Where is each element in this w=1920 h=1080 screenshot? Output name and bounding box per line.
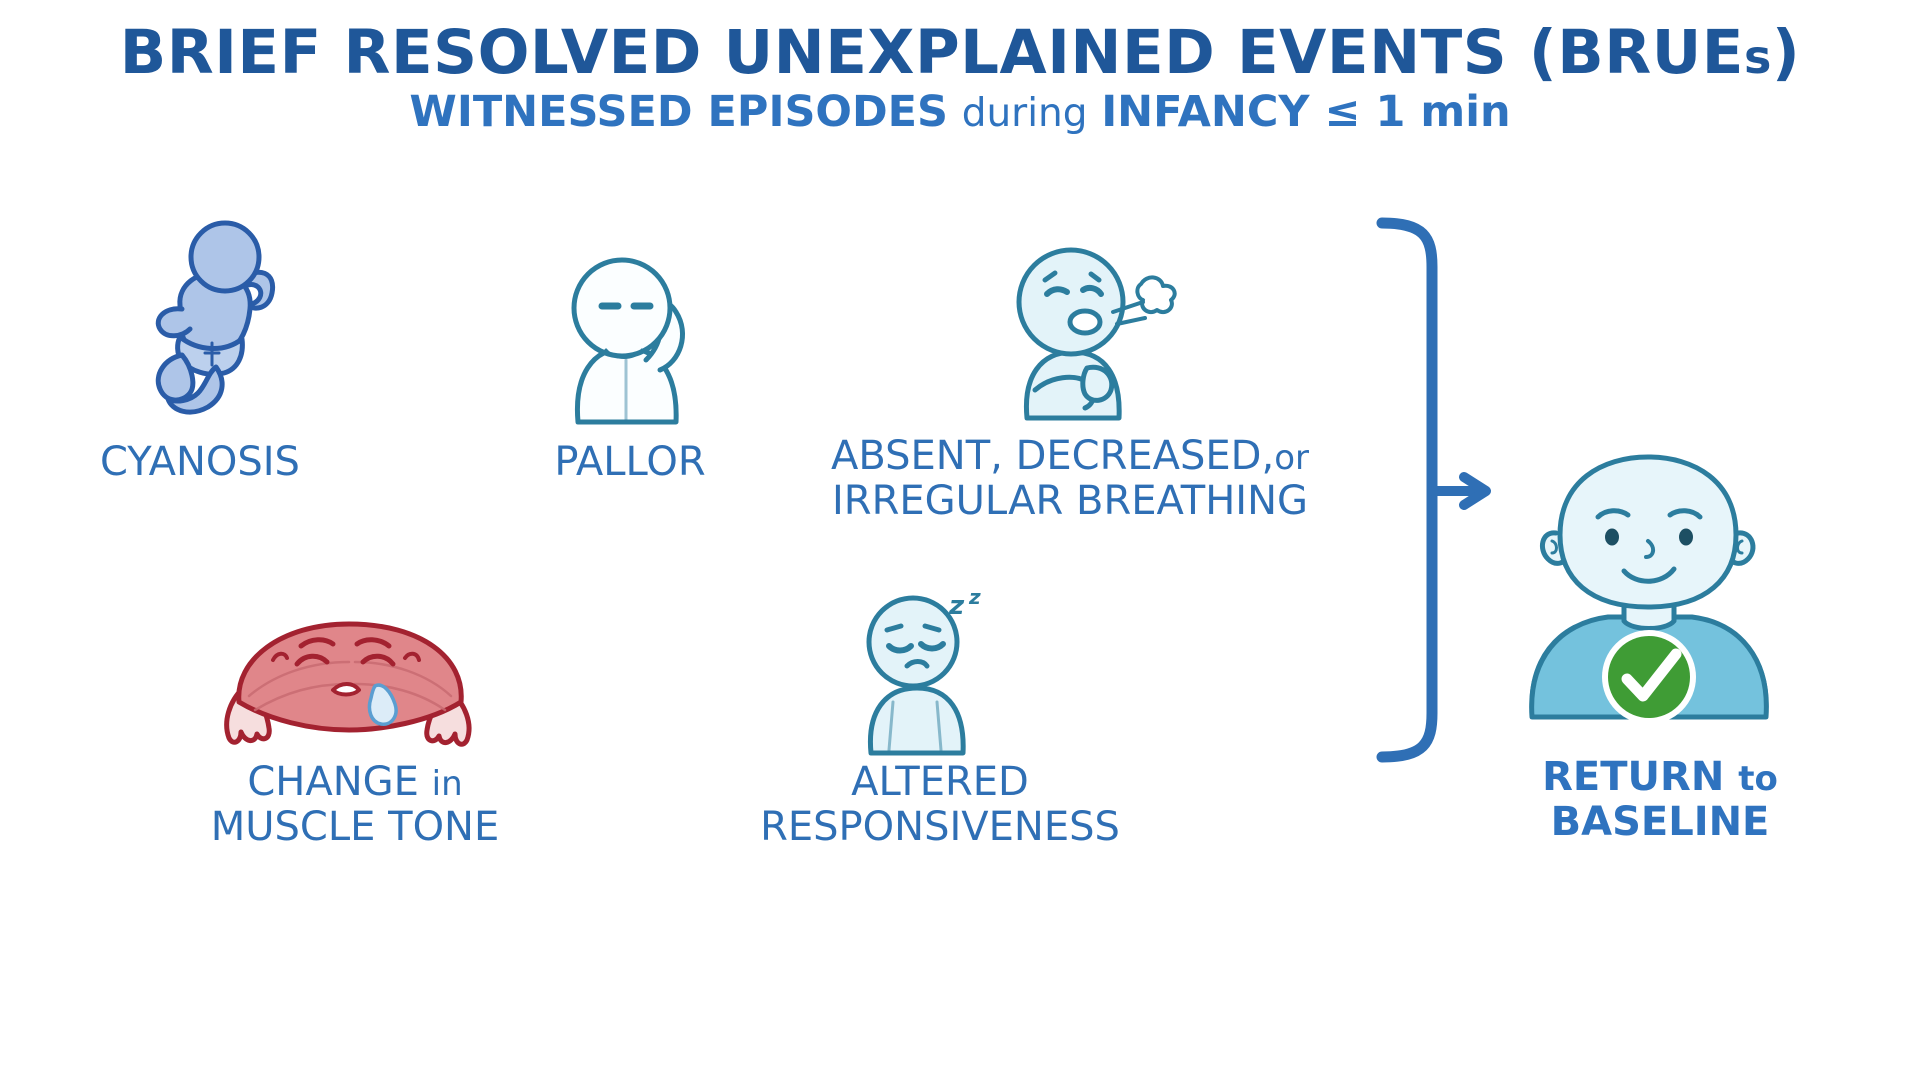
right-brace-icon xyxy=(1370,215,1500,765)
symptom-label-responsiveness: ALTERED RESPONSIVENESS xyxy=(690,759,1190,851)
pale-figure-icon xyxy=(540,250,720,425)
page-title: BRIEF RESOLVED UNEXPLAINED EVENTS (BRUEs… xyxy=(0,21,1920,84)
subtitle-part-b: during xyxy=(961,91,1088,137)
title-plural-s: s xyxy=(1743,30,1772,84)
green-check-icon xyxy=(1602,630,1696,724)
arrow-right-icon xyxy=(1427,472,1491,510)
symptom-label-breathing: ABSENT, DECREASED,or IRREGULAR BREATHING xyxy=(760,433,1380,525)
muscle-label-change: CHANGE xyxy=(247,759,419,805)
sad-muscle-icon xyxy=(215,610,485,750)
irregular-breathing-figure-icon xyxy=(995,240,1205,421)
sleep-z-large: z xyxy=(948,591,965,621)
breathing-label-line2: IRREGULAR BREATHING xyxy=(832,478,1308,525)
subtitle-part-c: INFANCY ≤ 1 min xyxy=(1101,87,1511,138)
title-block: BRIEF RESOLVED UNEXPLAINED EVENTS (BRUEs… xyxy=(0,21,1920,134)
muscle-label-line1: CHANGE in xyxy=(145,759,565,805)
title-close-paren: ) xyxy=(1771,17,1801,88)
symptom-label-pallor: PALLOR xyxy=(554,439,706,485)
outcome-label-to: to xyxy=(1738,759,1778,799)
outcome-label: RETURN to BASELINE xyxy=(1490,755,1830,845)
sleep-z-small: z xyxy=(968,585,981,609)
sleepy-figure-icon: z z xyxy=(845,585,1035,756)
symptom-label-muscle-tone: CHANGE in MUSCLE TONE xyxy=(145,759,565,851)
breathing-label-or: or xyxy=(1274,438,1309,478)
breathing-label-line1-main: ABSENT, DECREASED, xyxy=(831,433,1275,479)
outcome-label-return: RETURN xyxy=(1542,754,1725,800)
title-main-text: BRIEF RESOLVED UNEXPLAINED EVENTS (BRUE xyxy=(119,17,1744,88)
healthy-baby-icon xyxy=(1520,454,1780,724)
muscle-label-line2: MUSCLE TONE xyxy=(210,804,500,851)
responsiveness-label-line1: ALTERED xyxy=(851,759,1029,805)
outcome-label-line1: RETURN to xyxy=(1490,755,1830,800)
cyanotic-infant-icon xyxy=(120,220,310,425)
symptom-label-cyanosis: CYANOSIS xyxy=(100,439,300,485)
page-subtitle: WITNESSED EPISODES during INFANCY ≤ 1 mi… xyxy=(0,91,1920,134)
responsiveness-label-line2: RESPONSIVENESS xyxy=(760,804,1120,851)
outcome-label-line2: BASELINE xyxy=(1550,798,1770,845)
subtitle-part-a: WITNESSED EPISODES xyxy=(409,87,949,138)
muscle-label-in: in xyxy=(431,764,463,804)
breathing-label-line1: ABSENT, DECREASED,or xyxy=(760,433,1380,479)
